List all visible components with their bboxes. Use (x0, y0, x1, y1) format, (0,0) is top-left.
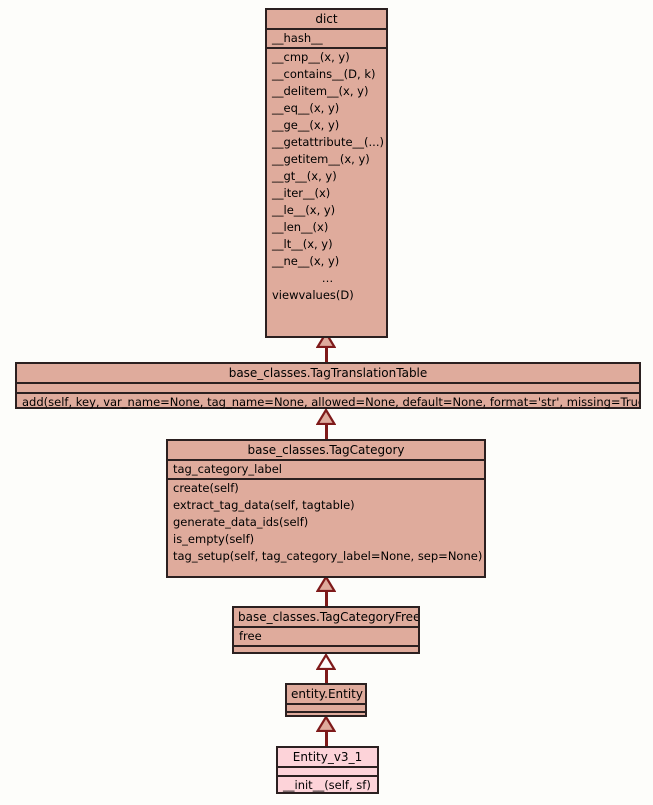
uml-class-dict[interactable]: dict __hash__ __cmp__(x, y) __contains__… (265, 8, 388, 338)
attributes-compartment-dict: __hash__ (267, 30, 386, 47)
method-row: __delitem__(x, y) (272, 84, 369, 98)
method-row: __iter__(x) (272, 186, 331, 200)
methods-compartment-entity-v3-1: __init__(self, sf) (278, 777, 377, 794)
inheritance-arrow-to-tagcategory (316, 576, 336, 592)
methods-compartment-tagtranslationtable: add(self, key, var_name=None, tag_name=N… (17, 394, 639, 411)
attributes-compartment-tagcategory: tag_category_label (168, 461, 484, 478)
attribute-row: tag_category_label (173, 462, 282, 476)
connector-line-tagcategory-to-tagtranslationtable (325, 422, 328, 439)
class-name-tagtranslationtable: base_classes.TagTranslationTable (228, 366, 428, 380)
attributes-compartment-tagtranslationtable (17, 384, 639, 392)
method-row: create(self) (173, 481, 239, 495)
connector-line-entity-to-tagcategoryfree (325, 667, 328, 684)
method-row: viewvalues(D) (272, 288, 354, 302)
method-row: __len__(x) (272, 220, 329, 234)
methods-compartment-entity (287, 713, 365, 719)
uml-class-tagcategoryfree[interactable]: base_classes.TagCategoryFree free (232, 606, 420, 654)
inheritance-arrow-to-dict (316, 332, 336, 348)
method-row: __ne__(x, y) (272, 254, 340, 268)
divider (278, 775, 377, 777)
method-row: is_empty(self) (173, 532, 255, 546)
class-name-dict: dict (315, 12, 338, 26)
connector-line-tagcategoryfree-to-tagcategory (325, 589, 328, 606)
class-name-entity-v3-1: Entity_v3_1 (292, 750, 363, 764)
uml-class-tagtranslationtable[interactable]: base_classes.TagTranslationTable add(sel… (15, 362, 641, 409)
divider (287, 703, 365, 705)
method-row: tag_setup(self, tag_category_label=None,… (173, 549, 483, 563)
method-row: __ge__(x, y) (272, 118, 340, 132)
uml-class-entity[interactable]: entity.Entity (285, 683, 367, 717)
uml-class-entity-v3-1[interactable]: Entity_v3_1 __init__(self, sf) (276, 746, 379, 794)
method-row: __eq__(x, y) (272, 101, 340, 115)
methods-compartment-dict: __cmp__(x, y) __contains__(D, k) __delit… (267, 49, 386, 304)
class-name-entity: entity.Entity (291, 687, 363, 701)
divider (168, 459, 484, 461)
method-row: __lt__(x, y) (272, 237, 333, 251)
attribute-row: free (239, 629, 262, 643)
method-row: extract_tag_data(self, tagtable) (173, 498, 355, 512)
divider (267, 28, 386, 30)
divider (234, 645, 418, 647)
method-row: __getattribute__(...) (272, 135, 384, 149)
connector-line-tagtranslationtable-to-dict (325, 345, 328, 362)
method-row-ellipsis: … (321, 271, 334, 285)
divider (168, 478, 484, 480)
method-row: __init__(self, sf) (283, 778, 371, 792)
divider (287, 711, 365, 713)
attributes-compartment-entity-v3-1 (278, 768, 377, 775)
divider (17, 392, 639, 394)
method-row: __getitem__(x, y) (272, 152, 370, 166)
class-name-tagcategory: base_classes.TagCategory (247, 443, 405, 457)
inheritance-arrow-to-entity (316, 716, 336, 732)
divider (17, 382, 639, 384)
class-name-tagcategoryfree: base_classes.TagCategoryFree (238, 610, 418, 624)
divider (267, 47, 386, 49)
attribute-row: __hash__ (272, 31, 323, 45)
method-row: __le__(x, y) (272, 203, 336, 217)
inheritance-arrow-to-tagcategoryfree (316, 654, 336, 670)
connector-line-entityv31-to-entity (325, 729, 328, 746)
method-row: __cmp__(x, y) (272, 50, 350, 64)
divider (234, 626, 418, 628)
method-row: __gt__(x, y) (272, 169, 337, 183)
method-row: __contains__(D, k) (272, 67, 376, 81)
attributes-compartment-tagcategoryfree: free (234, 628, 418, 645)
methods-compartment-tagcategoryfree (234, 647, 418, 655)
uml-class-tagcategory[interactable]: base_classes.TagCategory tag_category_la… (166, 439, 486, 578)
methods-compartment-tagcategory: create(self) extract_tag_data(self, tagt… (168, 480, 484, 565)
method-row: add(self, key, var_name=None, tag_name=N… (22, 395, 639, 409)
inheritance-arrow-to-tagtranslationtable (316, 409, 336, 425)
divider (278, 766, 377, 768)
method-row: generate_data_ids(self) (173, 515, 309, 529)
